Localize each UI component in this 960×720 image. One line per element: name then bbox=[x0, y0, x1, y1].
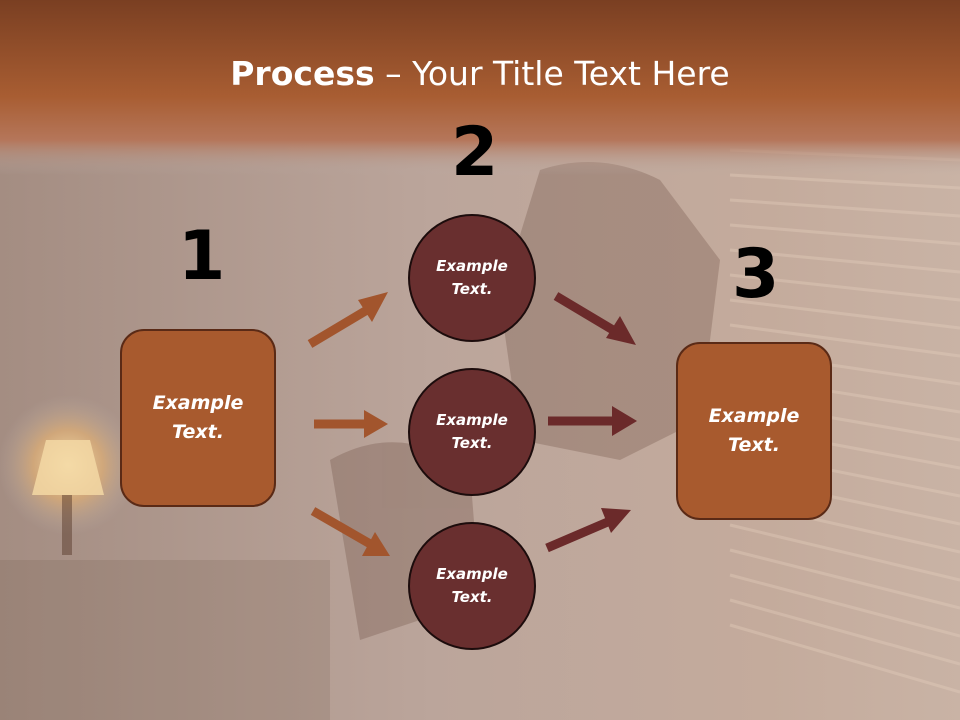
circle-top-line1: Example bbox=[436, 257, 508, 275]
title-rest: – Your Title Text Here bbox=[374, 54, 730, 93]
circle-bottom-line1: Example bbox=[436, 565, 508, 583]
step-number-3: 3 bbox=[732, 235, 780, 314]
circle-middle-line1: Example bbox=[436, 411, 508, 429]
arrow-top-to-right bbox=[553, 292, 636, 345]
circle-top-line2: Text. bbox=[451, 280, 493, 298]
arrow-left-to-top bbox=[307, 292, 388, 348]
step-number-1: 1 bbox=[178, 217, 226, 296]
arrow-left-to-middle bbox=[314, 410, 388, 438]
left-box-line1: Example bbox=[152, 392, 244, 414]
title-bold: Process bbox=[230, 54, 375, 93]
circle-bottom-line2: Text. bbox=[451, 588, 493, 606]
arrow-left-to-bottom bbox=[310, 507, 390, 556]
right-box-line1: Example bbox=[708, 405, 800, 427]
left-box-line2: Text. bbox=[172, 421, 224, 443]
page-title: Process – Your Title Text Here bbox=[0, 52, 960, 96]
circle-middle-line2: Text. bbox=[451, 434, 493, 452]
arrow-middle-to-right bbox=[548, 406, 637, 436]
right-box-line2: Text. bbox=[728, 434, 780, 456]
step-number-2: 2 bbox=[451, 113, 499, 192]
arrow-bottom-to-right bbox=[545, 508, 631, 553]
